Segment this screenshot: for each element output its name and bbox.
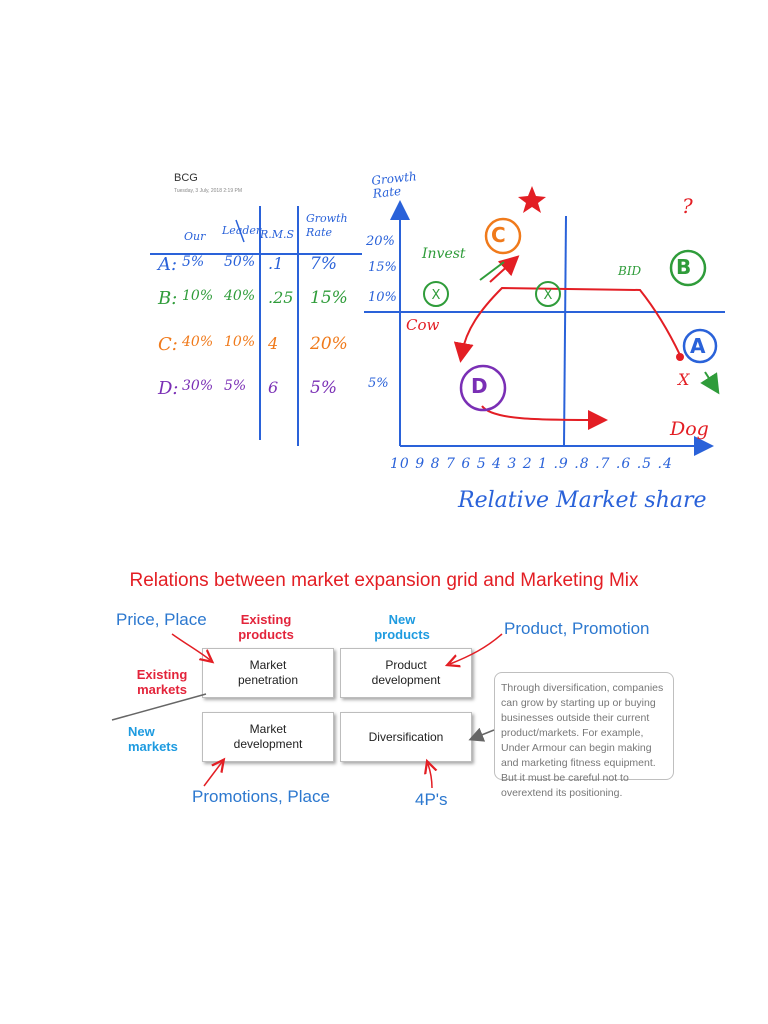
table-cell-a-leader: 50%	[224, 254, 256, 270]
star-arrow	[489, 255, 520, 283]
table-cell-b-leader: 40%	[224, 288, 256, 304]
cell-market-penetration: Market penetration	[202, 648, 334, 698]
header-leader: Leader	[222, 224, 262, 237]
circle-b	[669, 249, 707, 287]
table-cell-c-our: 40%	[182, 334, 214, 350]
leader-divider	[235, 219, 245, 243]
table-cell-d-leader: 5%	[224, 378, 247, 394]
circle-d-letter: D	[471, 374, 488, 398]
arrow-diagonal-divider	[111, 693, 207, 721]
table-cell-c-rms: 4	[268, 334, 279, 353]
y-tick-5: 5%	[368, 376, 389, 391]
anno-product-promotion: Product, Promotion	[504, 619, 650, 638]
circle-x-1-label: X	[432, 288, 441, 303]
table-cell-c-growth: 20%	[310, 334, 348, 354]
table-cell-c-letter: C:	[158, 334, 178, 355]
x-tick-labels: 10 9 8 7 6 5 4 3 2 1 .9 .8 .7 .6 .5 .4	[390, 456, 673, 472]
header-rms: R.M.S	[260, 228, 295, 241]
star-icon	[518, 186, 546, 213]
table-cell-b-our: 10%	[182, 288, 214, 304]
diversification-description: Through diversification, companies can g…	[494, 672, 674, 799]
arrow-description	[468, 727, 495, 742]
header-existing-products: Existing products	[238, 612, 294, 642]
bcg-note: BCG Tuesday, 3 July, 2018 2:19 PM Our Le…	[150, 150, 725, 528]
header-our: Our	[184, 230, 206, 243]
cell-diversification: Diversification	[340, 712, 472, 762]
circle-b-letter: B	[676, 255, 692, 279]
exit-label: X	[678, 370, 690, 389]
table-cell-b-growth: 15%	[310, 288, 348, 308]
circle-a-letter: A	[690, 334, 706, 358]
anno-promotions-place: Promotions, Place	[192, 787, 330, 806]
cow-label: Cow	[406, 316, 440, 334]
table-cell-a-rms: .1	[268, 254, 284, 273]
circle-a	[682, 328, 718, 364]
table-cell-b-rms: .25	[268, 288, 294, 307]
note-title: BCG	[174, 172, 198, 184]
note-date: Tuesday, 3 July, 2018 2:19 PM	[174, 188, 243, 194]
circle-x-2-label: X	[544, 288, 553, 303]
bid-label: BID	[618, 264, 642, 278]
arrow-4ps	[428, 764, 432, 789]
invest-stroke	[479, 261, 505, 281]
start-dot	[676, 353, 684, 361]
y-tick-15: 15%	[368, 260, 397, 275]
exit-arrow	[700, 371, 720, 395]
y-tick-10: 10%	[368, 290, 397, 305]
arrow-promotions-place	[203, 762, 222, 787]
table-cell-a-our: 5%	[182, 254, 205, 270]
dog-label: Dog	[670, 418, 709, 440]
x-axis-label: Relative Market share	[458, 488, 707, 513]
table-cell-d-rms: 6	[268, 378, 279, 397]
cell-product-development: Product development	[340, 648, 472, 698]
circle-d	[459, 364, 507, 412]
header-new-markets: New markets	[128, 724, 178, 754]
header-existing-markets: Existing markets	[136, 667, 188, 697]
circle-c-letter: C	[491, 223, 506, 247]
matrix-vertical-divider	[563, 215, 567, 447]
invest-label: Invest	[422, 246, 466, 262]
anno-4ps: 4P's	[415, 790, 448, 809]
trajectory-path	[453, 286, 681, 363]
cell-market-development: Market development	[202, 712, 334, 762]
anno-price-place: Price, Place	[116, 610, 207, 629]
circle-x-2	[535, 281, 561, 307]
header-new-products: New products	[374, 612, 430, 642]
bcg-matrix-drawing: X X	[150, 186, 725, 456]
ansoff-title: Relations between market expansion grid …	[129, 570, 639, 591]
table-cell-d-our: 30%	[182, 378, 214, 394]
table-cell-b-letter: B:	[158, 288, 178, 309]
table-cell-d-growth: 5%	[310, 378, 337, 398]
y-tick-20: 20%	[366, 234, 395, 249]
question-mark: ?	[682, 194, 693, 218]
circle-x-1	[423, 281, 449, 307]
table-cell-a-letter: A:	[158, 254, 178, 275]
table-cell-c-leader: 10%	[224, 334, 256, 350]
header-growth-rate: Growth Rate	[306, 212, 348, 239]
table-cell-d-letter: D:	[158, 378, 179, 399]
circle-c	[484, 217, 522, 255]
table-cell-a-growth: 7%	[310, 254, 337, 274]
dog-arrow	[481, 405, 608, 430]
